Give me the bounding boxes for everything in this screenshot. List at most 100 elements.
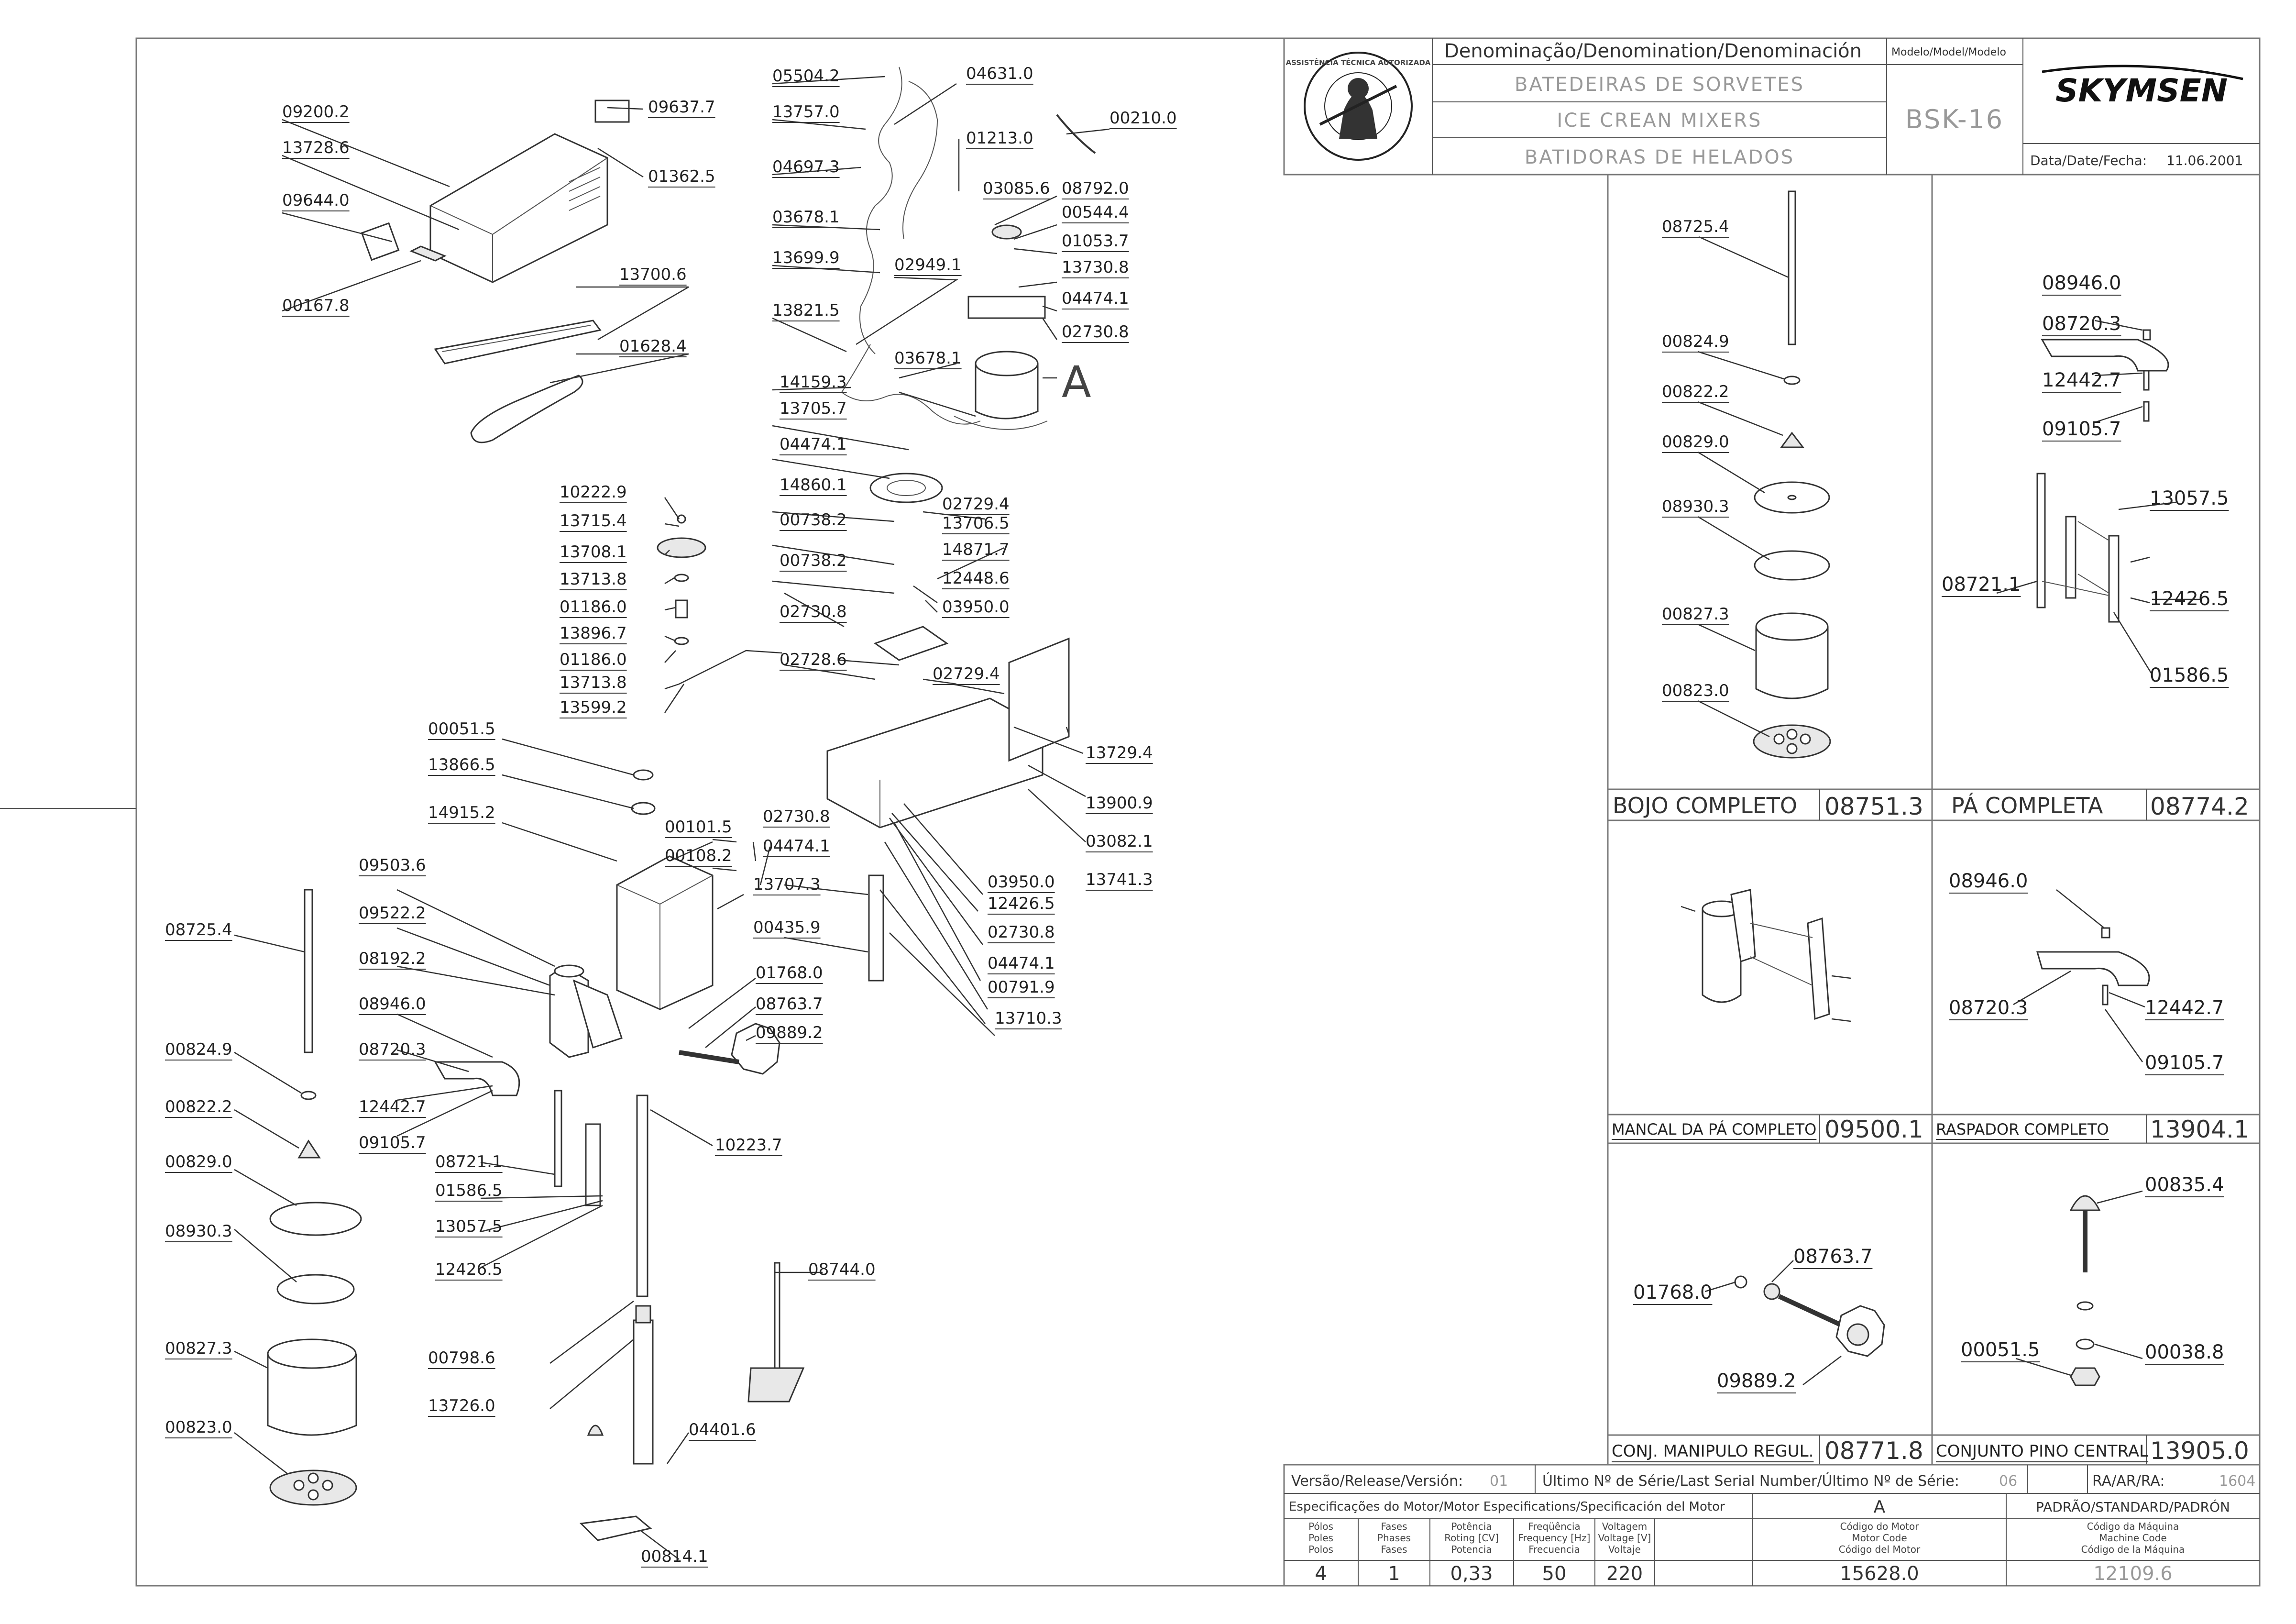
panel-bojo-title: BOJO COMPLETO <box>1613 793 1797 818</box>
part-label: 13866.5 <box>428 755 495 774</box>
pa-label-1: 08720.3 <box>2042 313 2121 335</box>
part-label: 12442.7 <box>359 1097 426 1116</box>
part-label: 13599.2 <box>560 698 627 717</box>
spec-value-voltage: 220 <box>1606 1563 1643 1585</box>
part-label: 09503.6 <box>359 856 426 875</box>
panel-bojo-code: 08751.3 <box>1824 793 1923 820</box>
part-label: 13726.0 <box>428 1396 495 1415</box>
svg-text:Voltage [V]: Voltage [V] <box>1598 1532 1651 1544</box>
part-label: 05504.2 <box>772 66 840 86</box>
svg-text:Potência: Potência <box>1451 1521 1492 1532</box>
part-label: 00829.0 <box>165 1152 232 1171</box>
part-label: 02729.4 <box>933 664 1000 684</box>
spec-col-poles: Pólos Poles Polos <box>1308 1521 1333 1555</box>
part-label: 00210.0 <box>1110 109 1177 128</box>
spec-col-power: Potência Roting [CV] Potencia <box>1444 1521 1499 1555</box>
part-label: 00827.3 <box>165 1339 232 1358</box>
part-label: 13896.7 <box>560 624 627 643</box>
part-label: 08744.0 <box>808 1260 876 1279</box>
raspador-drawing: 08946.0 08720.3 12442.7 09105.7 <box>1949 870 2224 1075</box>
spec-col-voltage: Voltagem Voltage [V] Voltaje <box>1598 1521 1651 1555</box>
authorized-service-badge: ASSISTÊNCIA TÉCNICA AUTORIZADA <box>1286 52 1431 161</box>
part-label: 08930.3 <box>165 1222 232 1241</box>
part-label: 13708.1 <box>560 542 627 562</box>
date-label: Data/Date/Fecha: <box>2030 153 2147 168</box>
manipulo-label-2: 09889.2 <box>1717 1370 1796 1392</box>
part-label: 10222.9 <box>560 483 627 502</box>
panel-manipulo-code: 08771.8 <box>1824 1437 1923 1465</box>
motor-spec-title: Especificações do Motor/Motor Especifica… <box>1289 1500 1725 1514</box>
denomination-header: Denominação/Denomination/Denominación <box>1444 40 1862 62</box>
name-pt: BATEDEIRAS DE SORVETES <box>1515 74 1804 96</box>
part-label: 13705.7 <box>780 399 847 418</box>
part-label: 03678.1 <box>894 349 962 368</box>
part-label: 13710.3 <box>995 1009 1062 1028</box>
part-label: 01586.5 <box>435 1181 503 1200</box>
pino-drawing: 00835.4 00051.5 00038.8 <box>1961 1174 2224 1386</box>
part-label: 13757.0 <box>772 102 840 122</box>
part-label: 02728.6 <box>780 650 847 669</box>
bojo-label-0: 08725.4 <box>1662 217 1729 236</box>
panel-pino-code: 13905.0 <box>2150 1437 2249 1465</box>
svg-text:Código del Motor: Código del Motor <box>1839 1544 1921 1555</box>
part-label: 04474.1 <box>780 435 847 454</box>
manipulo-label-1: 01768.0 <box>1633 1282 1712 1304</box>
bojo-label-3: 00829.0 <box>1662 432 1729 452</box>
svg-text:Fases: Fases <box>1381 1544 1407 1555</box>
name-es: BATIDORAS DE HELADOS <box>1525 146 1794 168</box>
part-label: 04401.6 <box>689 1420 756 1439</box>
part-label: 14159.3 <box>780 373 847 392</box>
spec-value-frequency: 50 <box>1542 1563 1567 1585</box>
drawing-frame <box>135 37 2261 1587</box>
svg-text:Potencia: Potencia <box>1451 1544 1492 1555</box>
part-label: 09200.2 <box>282 102 350 122</box>
model-header: Modelo/Model/Modelo <box>1891 46 2006 58</box>
svg-text:Polos: Polos <box>1308 1544 1333 1555</box>
spec-value-motor-code: 15628.0 <box>1840 1563 1919 1585</box>
title-block: ASSISTÊNCIA TÉCNICA AUTORIZADA Denominaç… <box>1283 37 2261 176</box>
part-label: 00435.9 <box>753 918 821 937</box>
svg-text:Pólos: Pólos <box>1308 1521 1333 1532</box>
pino-label-1: 00051.5 <box>1961 1339 2040 1361</box>
serial-label: Último Nº de Série/Last Serial Number/Úl… <box>1542 1472 1959 1490</box>
brand-logo: SKYMSEN <box>2055 72 2228 109</box>
version-label: Versão/Release/Versión: <box>1291 1473 1463 1490</box>
panel-manipulo-title: CONJ. MANIPULO REGUL. <box>1612 1442 1813 1461</box>
part-label: 02730.8 <box>1062 322 1129 342</box>
part-label: 13900.9 <box>1086 794 1153 813</box>
pino-label-2: 00038.8 <box>2145 1341 2224 1363</box>
svg-text:Machine Code: Machine Code <box>2099 1532 2166 1544</box>
part-label: 13713.8 <box>560 570 627 589</box>
part-label: 00738.2 <box>780 551 847 570</box>
bojo-label-1: 00824.9 <box>1662 332 1729 351</box>
part-label: 14915.2 <box>428 803 495 822</box>
name-en: ICE CREAN MIXERS <box>1557 110 1762 132</box>
bojo-label-5: 00827.3 <box>1662 605 1729 624</box>
spec-value-power: 0,33 <box>1450 1563 1493 1585</box>
part-label: 13729.4 <box>1086 743 1153 762</box>
bojo-drawing: 08725.4 00824.9 00822.2 00829.0 08930.3 … <box>1662 190 1831 759</box>
spec-table: Versão/Release/Versión: 01 Último Nº de … <box>1283 1464 2261 1587</box>
part-label: 14860.1 <box>780 475 847 495</box>
spec-col-frequency: Freqüência Frequency [Hz] Frecuencia <box>1518 1521 1591 1555</box>
part-label: 13821.5 <box>772 301 840 320</box>
part-label: 13707.3 <box>753 875 821 894</box>
part-label: 13700.6 <box>619 265 687 284</box>
part-label: 09644.0 <box>282 191 350 210</box>
part-label: 09105.7 <box>359 1133 426 1152</box>
part-label: 03678.1 <box>772 208 840 227</box>
panel-mancal-title: MANCAL DA PÁ COMPLETO <box>1612 1120 1816 1138</box>
bojo-label-4: 08930.3 <box>1662 497 1729 516</box>
part-label: 12448.6 <box>942 569 1010 588</box>
spec-value-phases: 1 <box>1388 1563 1400 1585</box>
part-label: 12426.5 <box>435 1260 503 1279</box>
part-label: 00798.6 <box>428 1348 495 1368</box>
part-label: 09637.7 <box>648 98 715 117</box>
part-label: 02730.8 <box>988 923 1055 942</box>
part-label: 09889.2 <box>756 1023 823 1042</box>
part-label: 08946.0 <box>359 994 426 1014</box>
svg-text:Poles: Poles <box>1308 1532 1333 1544</box>
pa-label-0: 08946.0 <box>2042 272 2121 294</box>
pa-label-6: 12426.5 <box>2150 588 2229 610</box>
pa-label-3: 09105.7 <box>2042 418 2121 440</box>
